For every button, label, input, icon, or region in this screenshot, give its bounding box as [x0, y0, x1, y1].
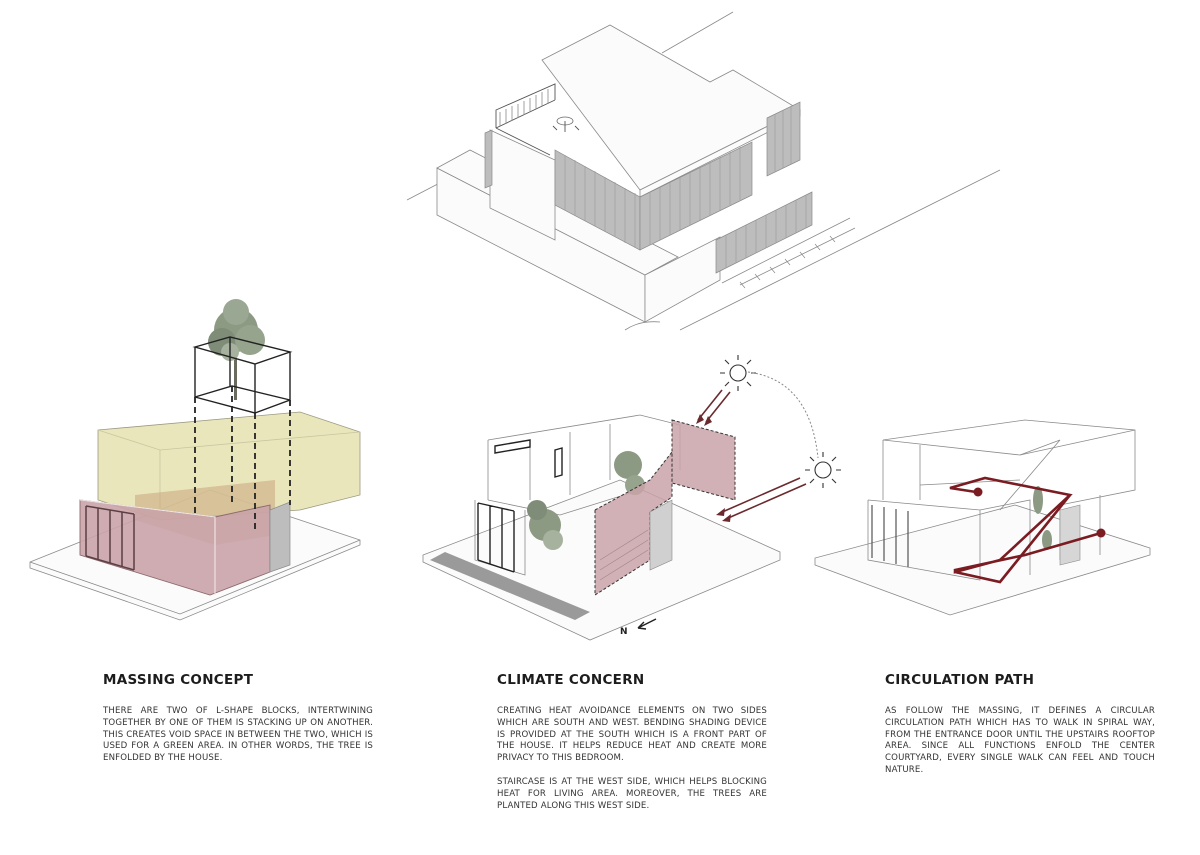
plant-icon — [1033, 486, 1052, 550]
circulation-illustration — [814, 419, 1151, 616]
climate-title: CLIMATE CONCERN — [497, 672, 645, 688]
heat-arrow-icon — [697, 389, 807, 520]
sun-icon — [720, 355, 756, 391]
hero-axonometric-drawing — [0, 0, 1200, 345]
massing-description: There are two of L-shape blocks, intertw… — [103, 706, 373, 764]
sun-icon — [805, 452, 841, 488]
tree-icon — [208, 299, 265, 400]
climate-caption: CLIMATE CONCERN Creating heat avoidance … — [497, 672, 767, 824]
massing-illustration — [29, 299, 361, 621]
courtyard-tree-icon — [527, 451, 645, 550]
climate-description-1: Creating heat avoidance elements on two … — [497, 706, 767, 764]
climate-illustration — [422, 355, 841, 641]
climate-description-2: Staircase is at the west side, which hel… — [497, 776, 767, 811]
north-arrow-icon — [637, 618, 657, 630]
massing-title: MASSING CONCEPT — [103, 672, 254, 688]
sun-path-arc — [747, 371, 819, 459]
circulation-path-line — [949, 476, 1102, 574]
end-point-icon — [1096, 528, 1106, 538]
circulation-title: CIRCULATION PATH — [885, 672, 1035, 688]
climate-concern-diagram: N — [400, 350, 860, 650]
house-axonometric-illustration — [406, 11, 1001, 331]
circulation-description: As follow the massing, it defines a circ… — [885, 706, 1155, 775]
north-label: N — [620, 627, 628, 637]
circulation-path-diagram — [810, 400, 1200, 630]
massing-concept-diagram — [0, 290, 400, 630]
massing-caption: MASSING CONCEPT There are two of L-shape… — [103, 672, 373, 777]
circulation-caption: CIRCULATION PATH As follow the massing, … — [885, 672, 1155, 789]
start-point-icon — [973, 487, 983, 497]
